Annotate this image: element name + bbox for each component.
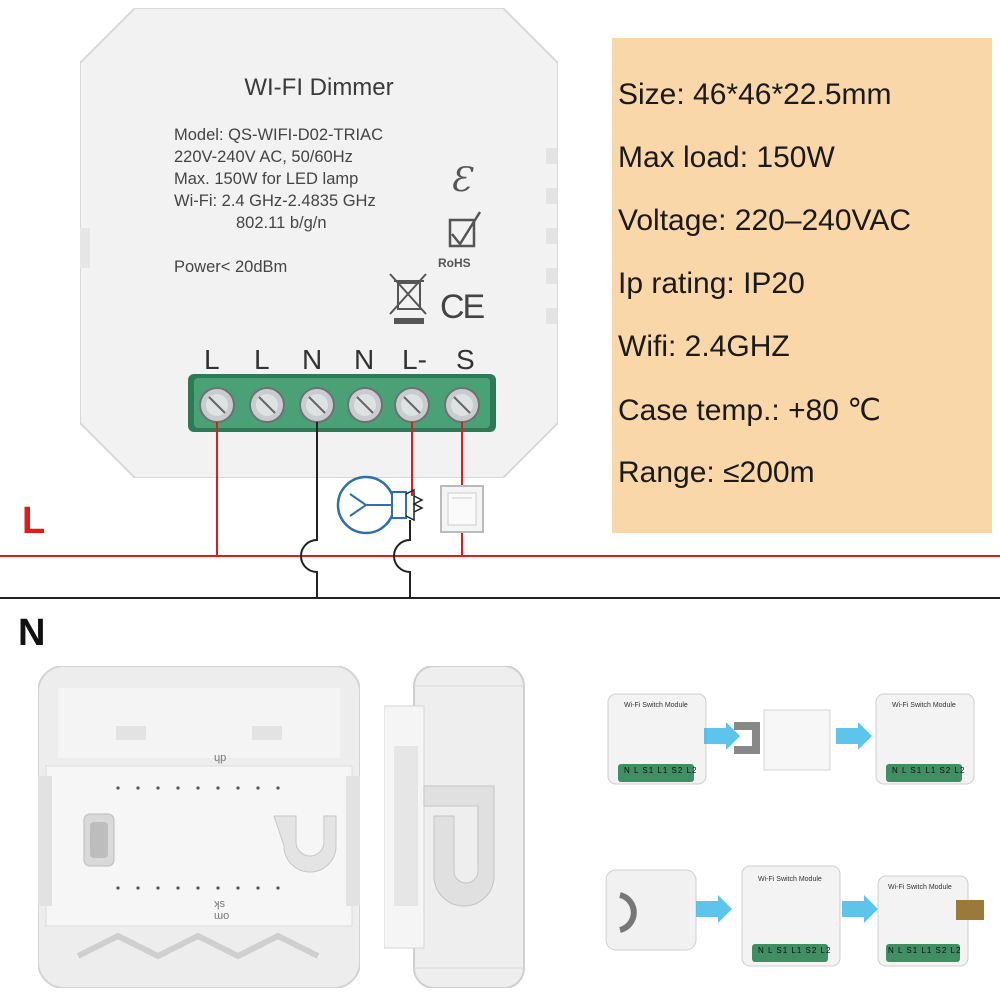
mini-module-icon	[877, 875, 984, 967]
screw-icon	[444, 387, 480, 423]
terminal-label: N	[354, 344, 375, 375]
neutral-label: N	[18, 612, 46, 654]
module-spec-line: Wi-Fi: 2.4 GHz-2.4835 GHz	[174, 192, 376, 210]
mini-module-terminals: N L S1 L1 S2 L2	[892, 766, 966, 775]
terminal-label: L	[254, 344, 270, 375]
terminal-label: L	[204, 344, 220, 375]
spec-range: Range: ≤200m	[618, 456, 815, 489]
mounting-bracket-icon	[605, 869, 697, 951]
spec-wifi: Wifi: 2.4GHZ	[618, 330, 790, 363]
module-power: Power< 20dBm	[174, 258, 288, 276]
spec-ip-rating: Ip rating: IP20	[618, 267, 805, 300]
step-arrow-icon	[842, 895, 878, 923]
module-spec-line: Model: QS-WIFI-D02-TRIAC	[174, 126, 384, 144]
module-spec-line: 220V-240V AC, 50/60Hz	[174, 148, 353, 166]
light-bulb-icon	[336, 475, 424, 535]
mini-module-icon	[607, 693, 707, 785]
spec-max-load: Max load: 150W	[618, 141, 835, 174]
module-title: WI-FI Dimmer	[244, 74, 394, 101]
mini-module-terminals: N L S1 L1 S2 L2	[888, 946, 962, 955]
terminal-label: L-	[402, 344, 427, 375]
screw-icon	[394, 387, 430, 423]
mounting-bracket-icon	[734, 709, 831, 771]
screw-icon	[199, 387, 235, 423]
module-side-view	[383, 665, 554, 989]
module-spec-text: Model: QS-WIFI-D02-TRIAC 220V-240V AC, 5…	[174, 124, 383, 234]
live-label: L	[22, 500, 46, 542]
lamp-neutral-wire	[393, 520, 411, 598]
rohs-label: RoHS	[438, 256, 471, 270]
mini-module-terminals: N L S1 L1 S2 L2	[624, 766, 698, 775]
mini-module-terminals: N L S1 L1 S2 L2	[758, 946, 832, 955]
step-arrow-icon	[696, 895, 732, 923]
mounting-steps-illustration	[605, 693, 984, 967]
mini-module-title: Wi-Fi Switch Module	[892, 702, 956, 709]
mini-module-icon	[741, 865, 841, 967]
wall-switch-icon	[440, 485, 484, 533]
spec-voltage: Voltage: 220–240VAC	[618, 204, 912, 237]
mini-module-title: Wi-Fi Switch Module	[888, 884, 952, 891]
module-back-view: ɥp ɯo ʞs	[37, 665, 361, 989]
spec-case-temp: Case temp.: +80 ℃	[618, 394, 881, 427]
mini-module-title: Wi-Fi Switch Module	[758, 876, 822, 883]
specifications-panel: Size: 46*46*22.5mm Max load: 150W Voltag…	[612, 38, 992, 533]
screw-terminals	[199, 387, 480, 423]
step-arrow-icon	[836, 722, 872, 750]
ce-mark: CE	[440, 288, 485, 326]
module-spec-line: Max. 150W for LED lamp	[174, 170, 359, 188]
mini-module-title: Wi-Fi Switch Module	[624, 702, 688, 709]
module-spec-line: 802.11 b/g/n	[236, 214, 327, 232]
mini-module-icon	[875, 693, 975, 785]
screw-icon	[347, 387, 383, 423]
back-mark: ʞs	[214, 898, 225, 910]
screw-icon	[249, 387, 285, 423]
neutral-wire	[300, 422, 318, 598]
screw-icon	[299, 387, 335, 423]
spec-size: Size: 46*46*22.5mm	[618, 78, 892, 111]
back-mark: ɯo	[214, 910, 230, 922]
back-mark: ɥp	[214, 752, 227, 764]
e-mark-icon: Ɛ	[450, 160, 472, 200]
terminal-label: S	[456, 344, 475, 375]
terminal-label: N	[302, 344, 323, 375]
